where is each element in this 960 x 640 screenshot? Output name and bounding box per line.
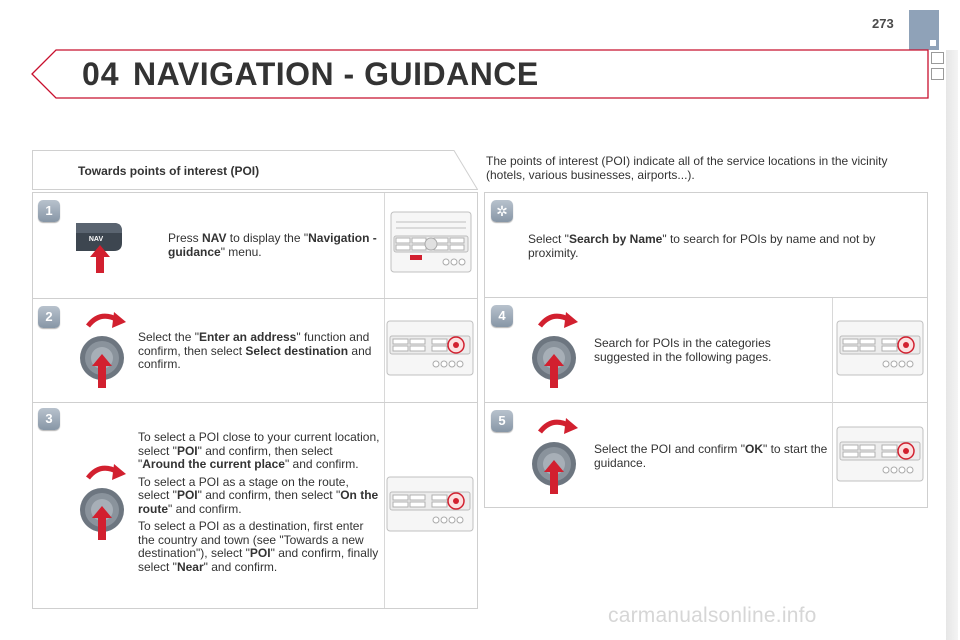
- right-row-divider-1: [485, 297, 927, 298]
- step-3-text: To select a POI close to your current lo…: [138, 430, 380, 578]
- chapter-title: NAVIGATION - GUIDANCE: [133, 56, 539, 92]
- step-3-badge: 3: [38, 408, 60, 430]
- left-row-divider-1: [33, 298, 477, 299]
- step-3-paragraph-2: To select a POI as a stage on the route,…: [138, 474, 379, 516]
- tab-box-1: [931, 52, 944, 64]
- right-row-divider-2: [485, 402, 927, 403]
- chapter-header: 04 NAVIGATION - GUIDANCE: [30, 48, 930, 100]
- section-heading: Towards points of interest (POI): [32, 150, 478, 190]
- nav-key-icon: NAV: [76, 223, 122, 273]
- rotary-knob-icon-step-5: [532, 418, 578, 494]
- step-3-paragraph-3: To select a POI as a destination, first …: [138, 519, 379, 574]
- radio-unit-icon-2: [386, 320, 474, 376]
- header-frame: [31, 49, 929, 99]
- section-heading-frame: [32, 150, 478, 190]
- step-5-badge: 5: [491, 410, 513, 432]
- radio-unit-icon-1: [390, 211, 472, 273]
- chapter-tab: [909, 10, 939, 50]
- step-5-text: Select the POI and confirm "OK" to start…: [594, 442, 828, 470]
- page-number: 273: [872, 16, 894, 31]
- left-row-divider-2: [33, 402, 477, 403]
- side-margin-strip: [946, 50, 958, 640]
- watermark: carmanualsonline.info: [608, 604, 817, 627]
- radio-unit-icon-3: [386, 476, 474, 532]
- radio-unit-icon-5: [836, 426, 924, 482]
- left-column-divider: [384, 193, 385, 608]
- rotary-knob-icon-step-3: [80, 464, 126, 540]
- section-intro: The points of interest (POI) indicate al…: [486, 154, 888, 182]
- step-1-text: Press NAV to display the "Navigation - g…: [168, 231, 377, 259]
- section-title: Towards points of interest (POI): [78, 164, 260, 178]
- right-column-divider: [832, 298, 833, 507]
- rotary-knob-icon-step-2: [80, 312, 126, 388]
- step-4-text: Search for POIs in the categories sugges…: [594, 336, 772, 364]
- radio-unit-icon-4: [836, 320, 924, 376]
- step-2-badge: 2: [38, 306, 60, 328]
- step-4-badge: 4: [491, 305, 513, 327]
- chapter-number: 04: [82, 56, 120, 92]
- step-1-badge: 1: [38, 200, 60, 222]
- gear-step-text: Select "Search by Name" to search for PO…: [528, 232, 876, 260]
- tab-box-2: [931, 68, 944, 80]
- gear-icon: ✲: [491, 200, 513, 222]
- step-3-paragraph-1: To select a POI close to your current lo…: [138, 430, 380, 471]
- step-2-text: Select the "Enter an address" function a…: [138, 330, 372, 371]
- rotary-knob-icon-step-4: [532, 312, 578, 388]
- nav-key-label: NAV: [89, 236, 104, 243]
